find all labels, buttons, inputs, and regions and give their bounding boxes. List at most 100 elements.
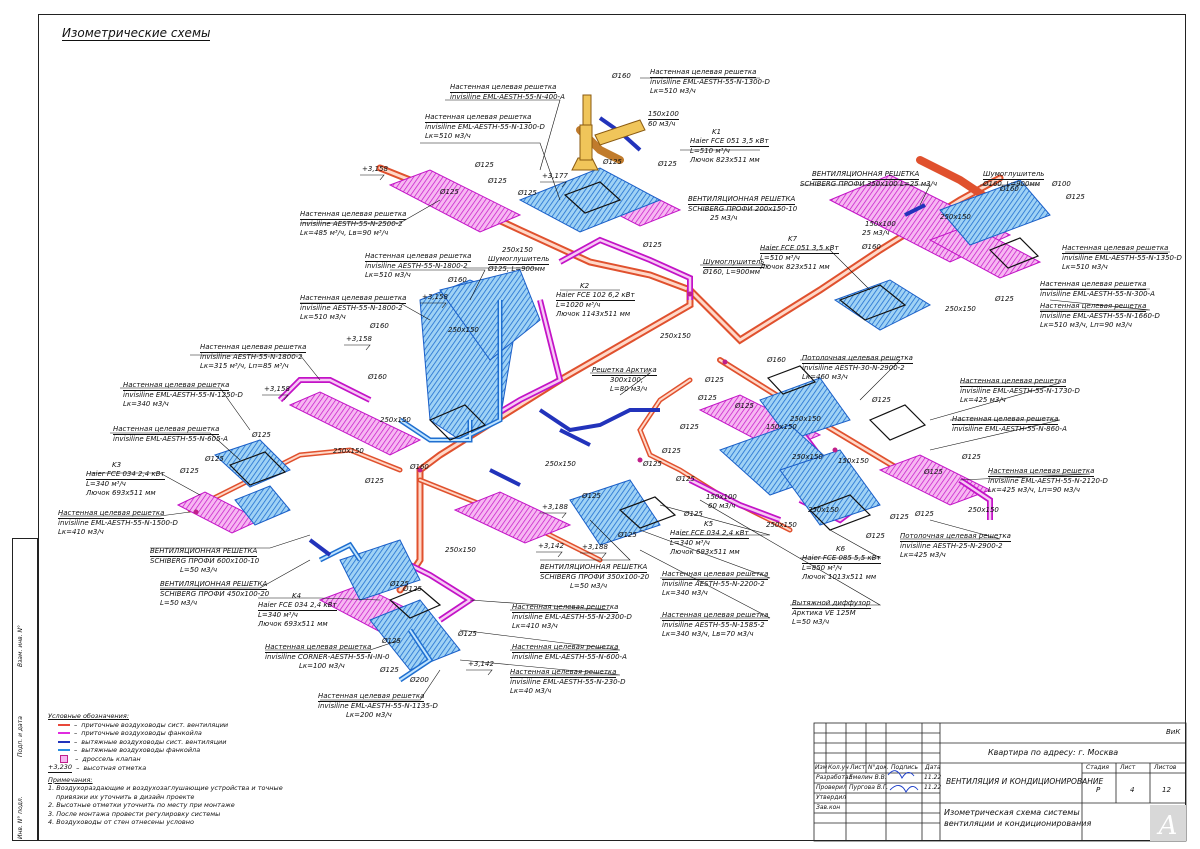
dim-tag: Ø160 xyxy=(767,356,786,364)
grille-20-model: invisiline EML-AESTH-55-N-1730-D xyxy=(960,387,1080,395)
label-grille-2-model: invisiline EML-AESTH-55-N-1300-D xyxy=(650,78,770,86)
vent-grille-4-model: SCHIBERG ПРОФИ 450x100-20 xyxy=(160,590,270,598)
grille-15-flow: Lк=510 м3/ч xyxy=(300,313,346,321)
k1-hatch: Лючок 823x511 мм xyxy=(690,156,760,164)
tb-stage-head: Стадия xyxy=(1086,764,1110,771)
k7-model: Haier FCE 051 3,5 кВт xyxy=(760,244,839,254)
drawing-frame xyxy=(38,14,1186,841)
elevation-mark: +3,142 xyxy=(468,660,494,668)
vent-grille-2-model: SCHIBERG ПРОФИ 350x100 L=25 м3/ч xyxy=(800,180,938,188)
label-grille-1-model: invisiline EML-AESTH-55-N-400-A xyxy=(450,93,565,101)
dim-tag: Ø125 xyxy=(518,189,537,197)
dim-tag: 250x150 xyxy=(766,521,797,529)
tb-address: Квартира по адресу: г. Москва xyxy=(988,748,1119,757)
fancoil-return-ducts xyxy=(214,167,1051,671)
dim-tag: Ø125 xyxy=(866,532,885,540)
elevation-mark: +3,158 xyxy=(362,165,388,173)
dim-tag: Ø125 xyxy=(252,431,271,439)
dim-tag: Ø125 xyxy=(662,447,681,455)
k2-flow: L=1020 м³/ч xyxy=(556,301,601,309)
dim-tag: Ø125 xyxy=(475,161,494,169)
elevation-mark: +3,142 xyxy=(538,542,564,550)
dim-tag: Ø160 xyxy=(1000,185,1019,193)
legend-elevation-sample: +3,230 xyxy=(48,763,73,773)
grille-36-model: invisiline EML-AESTH-55-N-1135-D xyxy=(318,702,438,710)
label-grille-3-model: invisiline EML-AESTH-55-N-1300-D xyxy=(425,123,545,131)
tb-stage: Р xyxy=(1096,786,1101,794)
dim-tag: Ø125 xyxy=(705,376,724,384)
dim-tag: Ø125 xyxy=(643,460,662,468)
silencer-2-title: Шумоглушитель xyxy=(703,258,765,268)
legend: Условные обозначения: – приточные воздух… xyxy=(48,712,283,827)
vent-grille-3-title: ВЕНТИЛЯЦИОННАЯ РЕШЕТКА xyxy=(150,547,258,557)
notes-heading: Примечания: xyxy=(48,775,93,784)
dim-tag: Ø125 xyxy=(365,477,384,485)
grille-19-flow: Lк=340 м3/ч xyxy=(123,400,169,408)
dim-tag: 150x100 xyxy=(865,220,896,228)
grille-22-title: Настенная целевая решетка xyxy=(952,415,1059,425)
dim-tag: 250x150 xyxy=(968,506,999,514)
grille-6-flow: Lк=485 м³/ч, Lв=90 м³/ч xyxy=(300,229,389,237)
dim-tag: Ø125 xyxy=(603,158,622,166)
k7-hatch: Лючок 823x511 мм xyxy=(760,263,830,271)
vent-grille-4-title: ВЕНТИЛЯЦИОННАЯ РЕШЕТКА xyxy=(160,580,268,590)
dim-tag: Ø160 xyxy=(448,276,467,284)
k4-flow: L=340 м³/ч xyxy=(258,611,298,619)
tb-role-approver: Утвердил xyxy=(816,794,847,801)
side-stamp: Инв. N° подл. Подп. и дата Взам. инв. N° xyxy=(12,538,38,841)
vent-grille-1-model: SCHIBERG ПРОФИ 200x150-10 xyxy=(688,205,798,213)
legend-swatch xyxy=(58,723,70,726)
grille-29-flow: Lк=340 м3/ч xyxy=(662,589,708,597)
dim-tag: Ø125 xyxy=(680,423,699,431)
dim-tag: Ø200 xyxy=(410,676,429,684)
tb-sheet-no: 4 xyxy=(1130,786,1135,794)
grille-36-flow: Lк=200 м3/ч xyxy=(346,711,392,719)
dim-tag: Ø125 xyxy=(698,394,717,402)
elevation-mark: +3,177 xyxy=(542,172,568,180)
dim-tag: Ø160 xyxy=(370,322,389,330)
grille-15-model: invisiline AESTH-55-N-1800-2 xyxy=(300,304,403,312)
exhaust-diffuser-title: Вытяжной диффузор xyxy=(792,599,871,609)
silencer-3-title: Шумоглушитель xyxy=(983,170,1045,180)
label-grille-2-flow: Lк=510 м3/ч xyxy=(650,87,696,95)
grille-23-flow: Lк=425 м3/ч, Lп=90 м3/ч xyxy=(988,486,1080,494)
dim-tag: Ø125 xyxy=(643,241,662,249)
dim-tag: 250x150 xyxy=(945,305,976,313)
dim-tag: Ø160 xyxy=(862,243,881,251)
label-grille-2-title: Настенная целевая решетка xyxy=(650,68,757,78)
tb-date-2: 11.22 xyxy=(924,784,942,791)
grille-33-title: Настенная целевая решетка xyxy=(265,643,372,653)
dim-tag: Ø125 xyxy=(962,453,981,461)
legend-item: – приточные воздуховоды сист. вентиляции xyxy=(48,721,283,730)
grille-31-flow: Lк=340 м3/ч, Lв=70 м3/ч xyxy=(662,630,754,638)
dim-tag: 250x150 xyxy=(808,506,839,514)
k1-tag: K1 xyxy=(712,128,722,136)
elevation-ticks xyxy=(262,174,607,676)
dim-tag: Ø125 xyxy=(618,531,637,539)
dim-tag: Ø125 xyxy=(890,513,909,521)
dim-tag: Ø160 xyxy=(410,463,429,471)
legend-item-label: приточные воздуховоды фанкойла xyxy=(81,729,202,737)
dim-tag: Ø125 xyxy=(390,580,409,588)
intake-hood xyxy=(571,94,646,171)
k3-tag: K3 xyxy=(112,461,122,469)
dim-tag: Ø125 xyxy=(403,585,422,593)
tb-sheets-head: Листов xyxy=(1154,764,1177,771)
grille-23-title: Настенная целевая решетка xyxy=(988,467,1095,477)
dim-tag: Ø125 xyxy=(735,402,754,410)
tb-role-developer: Разработал xyxy=(816,774,853,781)
vent-grille-5-flow: L=50 м3/ч xyxy=(570,582,608,590)
grille-24-flow: Lк=410 м3/ч xyxy=(58,528,104,536)
grille-35-title: Настенная целевая решетка xyxy=(510,668,617,678)
